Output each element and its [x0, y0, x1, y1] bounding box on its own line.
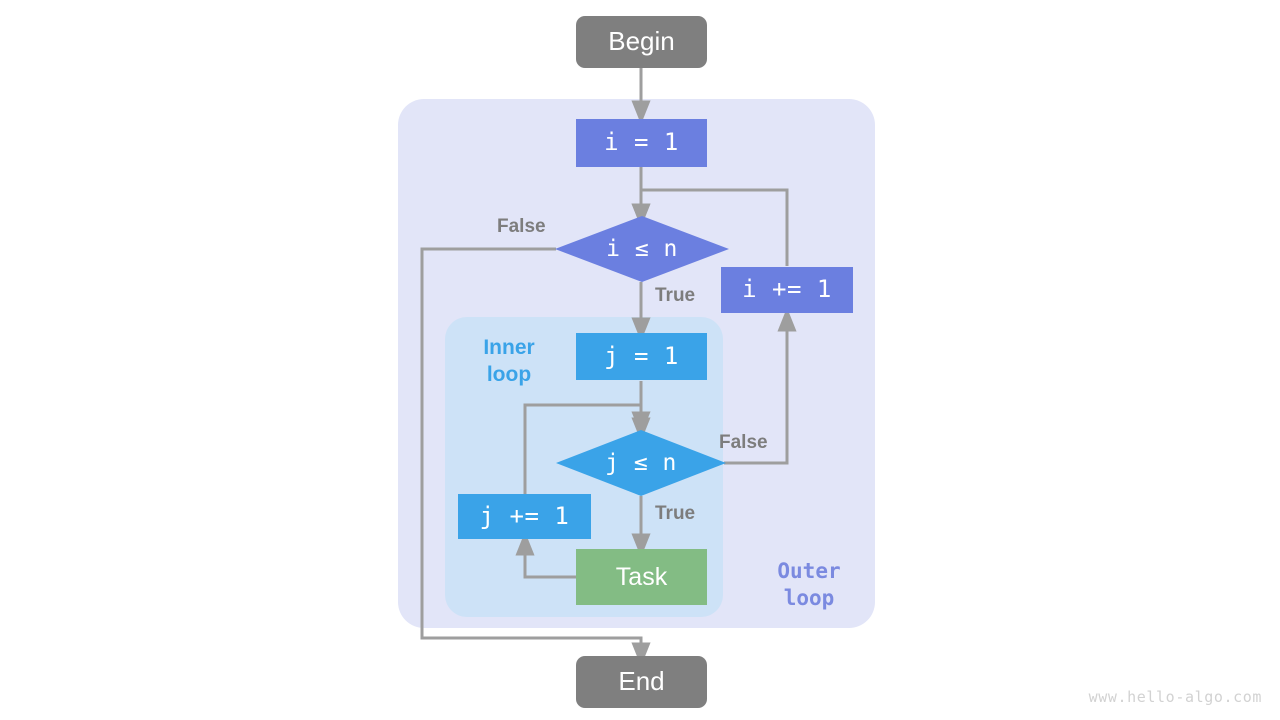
- node-j-init-label: j = 1: [604, 341, 679, 370]
- edge-j-incr-to-j-cond: [523, 403, 651, 494]
- edge-label-i-false: False: [497, 216, 546, 237]
- node-j-increment[interactable]: j += 1: [458, 494, 591, 539]
- node-begin[interactable]: Begin: [576, 16, 707, 68]
- node-i-condition[interactable]: i ≤ n: [555, 216, 729, 282]
- node-i-increment[interactable]: i += 1: [721, 267, 853, 313]
- outer-loop-label: Outer loop: [777, 559, 841, 610]
- node-task-label: Task: [615, 562, 668, 591]
- node-end[interactable]: End: [576, 656, 707, 708]
- edge-j-cond-false-to-i-incr: [724, 307, 797, 465]
- edge-task-to-j-incr: [515, 531, 576, 579]
- node-begin-label: Begin: [608, 26, 675, 57]
- edge-i-cond-false-to-end: [420, 247, 651, 667]
- node-task[interactable]: Task: [576, 549, 707, 605]
- node-i-init-label: i = 1: [604, 128, 679, 157]
- edge-label-j-true: True: [655, 503, 696, 524]
- node-i-increment-label: i += 1: [742, 275, 832, 304]
- node-j-init[interactable]: j = 1: [576, 333, 707, 380]
- watermark: www.hello-algo.com: [1088, 688, 1262, 706]
- edge-i-incr-to-i-cond: [631, 188, 789, 266]
- edge-label-i-true: True: [655, 285, 696, 306]
- node-j-increment-label: j += 1: [479, 501, 570, 530]
- edge-label-j-false: False: [719, 432, 768, 453]
- node-i-init[interactable]: i = 1: [576, 119, 707, 167]
- node-i-condition-label: i ≤ n: [606, 236, 678, 262]
- inner-loop-label: Inner loop: [483, 336, 535, 386]
- node-j-condition-label: j ≤ n: [605, 450, 677, 476]
- node-end-label: End: [618, 666, 665, 697]
- node-j-condition[interactable]: j ≤ n: [556, 430, 726, 496]
